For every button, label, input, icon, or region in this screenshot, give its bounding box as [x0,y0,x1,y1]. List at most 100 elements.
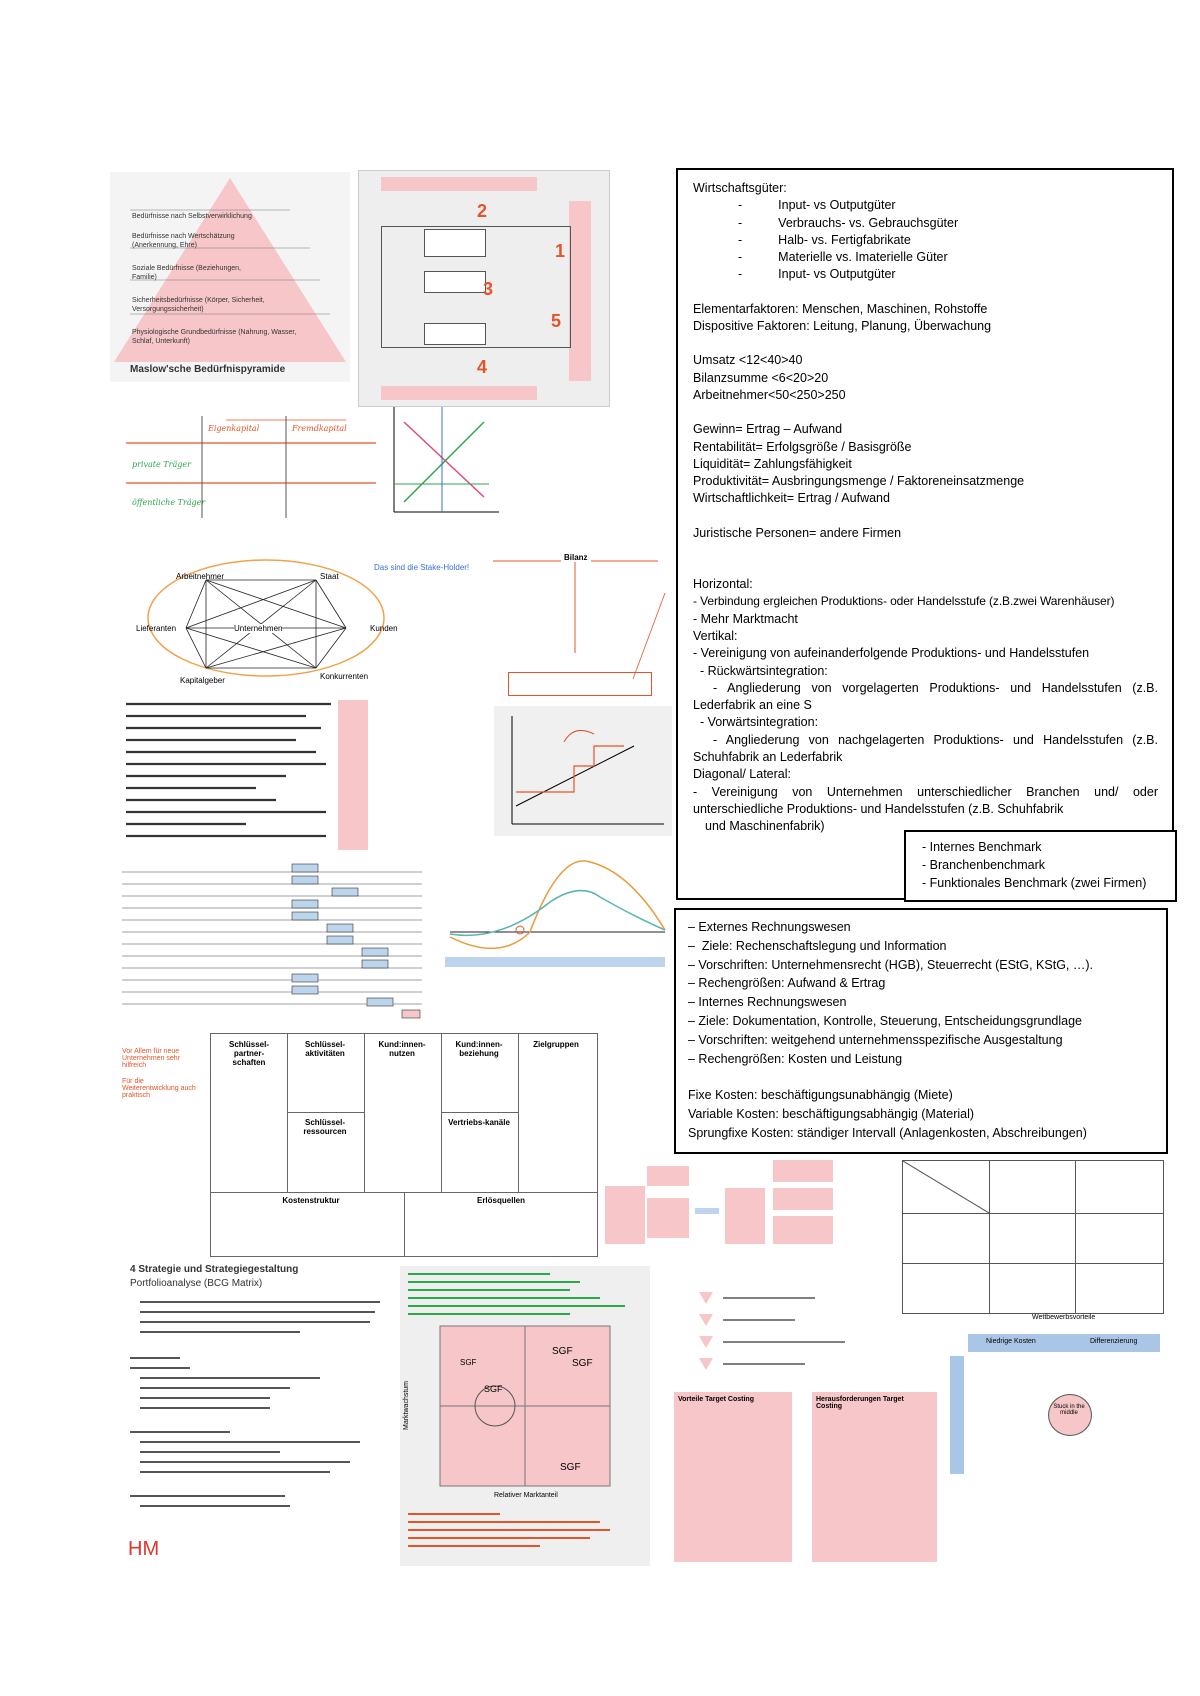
wirtschaft-text-box: Wirtschaftsgüter: -Input- vs Outputgüter… [676,168,1174,900]
canvas-header-partner: Schlüssel-partner-schaften [228,1040,269,1067]
benchmark-item: - Branchenbenchmark [922,858,1045,872]
lifecycle-chart [440,842,670,982]
text-line: Dispositive Faktoren: Leitung, Planung, … [693,319,992,334]
rechnung-line: – Vorschriften: weitgehend unternehmenss… [688,1032,1063,1047]
text-line: Arbeitnehmer<50<250>250 [693,387,846,402]
wettbewerb-center: Stuck in the middle [1053,1404,1085,1416]
canvas-header-kosten: Kostenstruktur [282,1196,340,1205]
text-line: - Vereinigung von Unternehmen unterschie… [693,784,1158,816]
maslow-figure: Bedürfnisse nach Selbstverwirklichung Be… [110,172,350,382]
bcg-sgf-4: SGF [484,1384,503,1394]
ansoff-table [902,1160,1164,1314]
wirtschaft-item: -Input- vs Outputgüter [738,198,896,213]
maslow-level-3: Soziale Bedürfnisse (Beziehungen, Famili… [132,265,241,281]
maslow-pyramid-shape [114,178,346,362]
synergy-diagram [605,1160,875,1270]
target-costing-steps [695,1290,875,1380]
strategie-title: 4 Strategie und Strategiegestaltung [130,1264,299,1275]
text-line: Rentabilität= Erfolgsgröße / Basisgröße [693,439,912,454]
kalkulation-table [122,862,422,1022]
wettbewerb-niedrige-kosten: Niedrige Kosten [986,1338,1036,1345]
bcg-sgf-3: SGF [572,1358,593,1369]
bilanz-figure: Bilanz [493,553,673,683]
business-model-canvas: Schlüssel-partner-schaften Schlüssel-akt… [210,1033,598,1257]
bcg-y-axis-label: Marktwachstum [403,1380,411,1431]
canvas-header-ressourcen: Schlüssel-ressourcen [303,1118,347,1136]
rechnung-line: – Vorschriften: Unternehmensrecht (HGB),… [688,957,1094,972]
canvas-header-zielgruppen: Zielgruppen [533,1040,579,1049]
canvas-header-nutzen: Kund:innen-nutzen [378,1040,426,1058]
canvas-header-beziehung: Kund:innen-beziehung [455,1040,503,1058]
maslow-level-1: Bedürfnisse nach Selbstverwirklichung [132,213,252,220]
text-line: Juristische Personen= andere Firmen [693,525,902,540]
text-line: - Angliederung von vorgelagerten Produkt… [693,680,1158,713]
kosten-line: Variable Kosten: beschäftigungsabhängig … [688,1107,975,1122]
sprungfix-chart [494,706,672,836]
maslow-level-4: Sicherheitsbedürfnisse (Körper, Sicherhe… [132,297,265,313]
rechtsformen-notes [126,700,376,850]
stakeholder-lieferanten: Lieferanten [136,624,177,633]
stakeholder-konkurrenten: Konkurrenten [320,672,369,681]
bcg-sgf-1: SGF [460,1358,477,1367]
maslow-title: Maslow'sche Bedürfnispyramide [130,364,286,375]
target-costing-cons: Herausforderungen Target Costing [812,1392,937,1562]
stakeholder-kunden: Kunden [370,624,398,633]
hm-logo: HM [128,1538,160,1560]
text-line: Horizontal: [693,577,753,592]
wettbewerb-differenzierung: Differenzierung [1090,1338,1138,1345]
benchmark-box: - Internes Benchmark - Branchenbenchmark… [904,830,1177,902]
maslow-level-2: Bedürfnisse nach Wertschätzung (Anerkenn… [132,233,235,249]
rechnung-line: – Ziele: Dokumentation, Kontrolle, Steue… [688,1013,1083,1028]
text-line: Liquidität= Zahlungsfähigkeit [693,456,852,471]
handwritten-table: Eigenkapital Fremdkapital private Träger… [126,416,376,518]
rechnung-line: – Ziele: Rechenschaftslegung und Informa… [688,938,947,953]
text-line: Umsatz <12<40>40 [693,353,803,368]
rechnung-line: – Rechengrößen: Aufwand & Ertrag [688,976,886,991]
strategie-notes [130,1296,390,1526]
text-line: - Vereinigung von aufeinanderfolgende Pr… [693,646,1090,661]
bcg-matrix: Marktwachstum Relativer Marktanteil SGF … [400,1266,650,1566]
text-line: - Rückwärtsintegration: [693,663,828,678]
strategie-subtitle: Portfolioanalyse (BCG Matrix) [130,1278,263,1289]
text-line: - Vorwärtsintegration: [693,715,819,730]
bcg-x-axis-label: Relativer Marktanteil [494,1492,558,1499]
rechnung-line: – Rechengrößen: Kosten und Leistung [688,1051,903,1066]
stakeholder-kapitalgeber: Kapitalgeber [180,676,225,685]
text-line: Gewinn= Ertrag – Aufwand [693,422,843,437]
stakeholder-staat: Staat [320,572,339,581]
bcg-sgf-5: SGF [560,1462,581,1473]
maslow-level-5: Physiologische Grundbedürfnisse (Nahrung… [132,329,297,345]
wirtschaft-title: Wirtschaftsgüter: [693,181,787,195]
canvas-note-2: Für die Weiterentwicklung auch praktisch [122,1078,196,1099]
wirtschaft-item: -Verbrauchs- vs. Gebrauchsgüter [738,215,959,230]
supply-demand-chart [384,402,504,522]
text-line: Elementarfaktoren: Menschen, Maschinen, … [693,301,988,316]
canvas-header-erloese: Erlösquellen [476,1196,525,1205]
rechnungswesen-box: – Externes Rechnungswesen – Ziele: Reche… [674,908,1168,1154]
stakeholder-note: Das sind die Stake-Holder! [374,563,470,572]
wettbewerb-diagram: Wettbewerbsvorteile Niedrige Kosten Diff… [950,1314,1165,1474]
text-line: Produktivität= Ausbringungsmenge / Fakto… [693,474,1025,489]
kosten-line: Fixe Kosten: beschäftigungsunabhängig (M… [688,1088,953,1103]
process-diagram: 2 1 3 5 4 [358,170,610,407]
canvas-header-kanaele: Vertriebs-kanäle [448,1118,510,1127]
target-costing-pros: Vorteile Target Costing [674,1392,792,1562]
stakeholder-unternehmen: Unternehmen [234,624,283,633]
wirtschaft-item: -Halb- vs. Fertigfabrikate [738,232,911,247]
text-line: Bilanzsumme <6<20>20 [693,370,829,385]
benchmark-item: - Funktionales Benchmark (zwei Firmen) [922,876,1147,890]
bcg-sgf-2: SGF [552,1346,573,1357]
wettbewerb-title: Wettbewerbsvorteile [1032,1314,1096,1321]
gewinn-verlust-box [508,672,652,696]
text-line: Vertikal: [693,628,738,643]
text-line: Wirtschaftlichkeit= Ertrag / Aufwand [693,491,890,506]
target-pros-heading: Vorteile Target Costing [678,1396,754,1403]
bilanz-title: Bilanz [561,553,591,562]
canvas-header-aktivitaeten: Schlüssel-aktivitäten [304,1040,345,1058]
text-line: Diagonal/ Lateral: [693,767,791,782]
kosten-line: Sprungfixe Kosten: ständiger Intervall (… [688,1125,1087,1140]
rechnung-line: – Internes Rechnungswesen [688,995,847,1010]
target-cons-heading: Herausforderungen Target Costing [816,1396,904,1410]
benchmark-item: - Internes Benchmark [922,840,1042,854]
wirtschaft-item: -Materielle vs. Imaterielle Güter [738,250,948,265]
